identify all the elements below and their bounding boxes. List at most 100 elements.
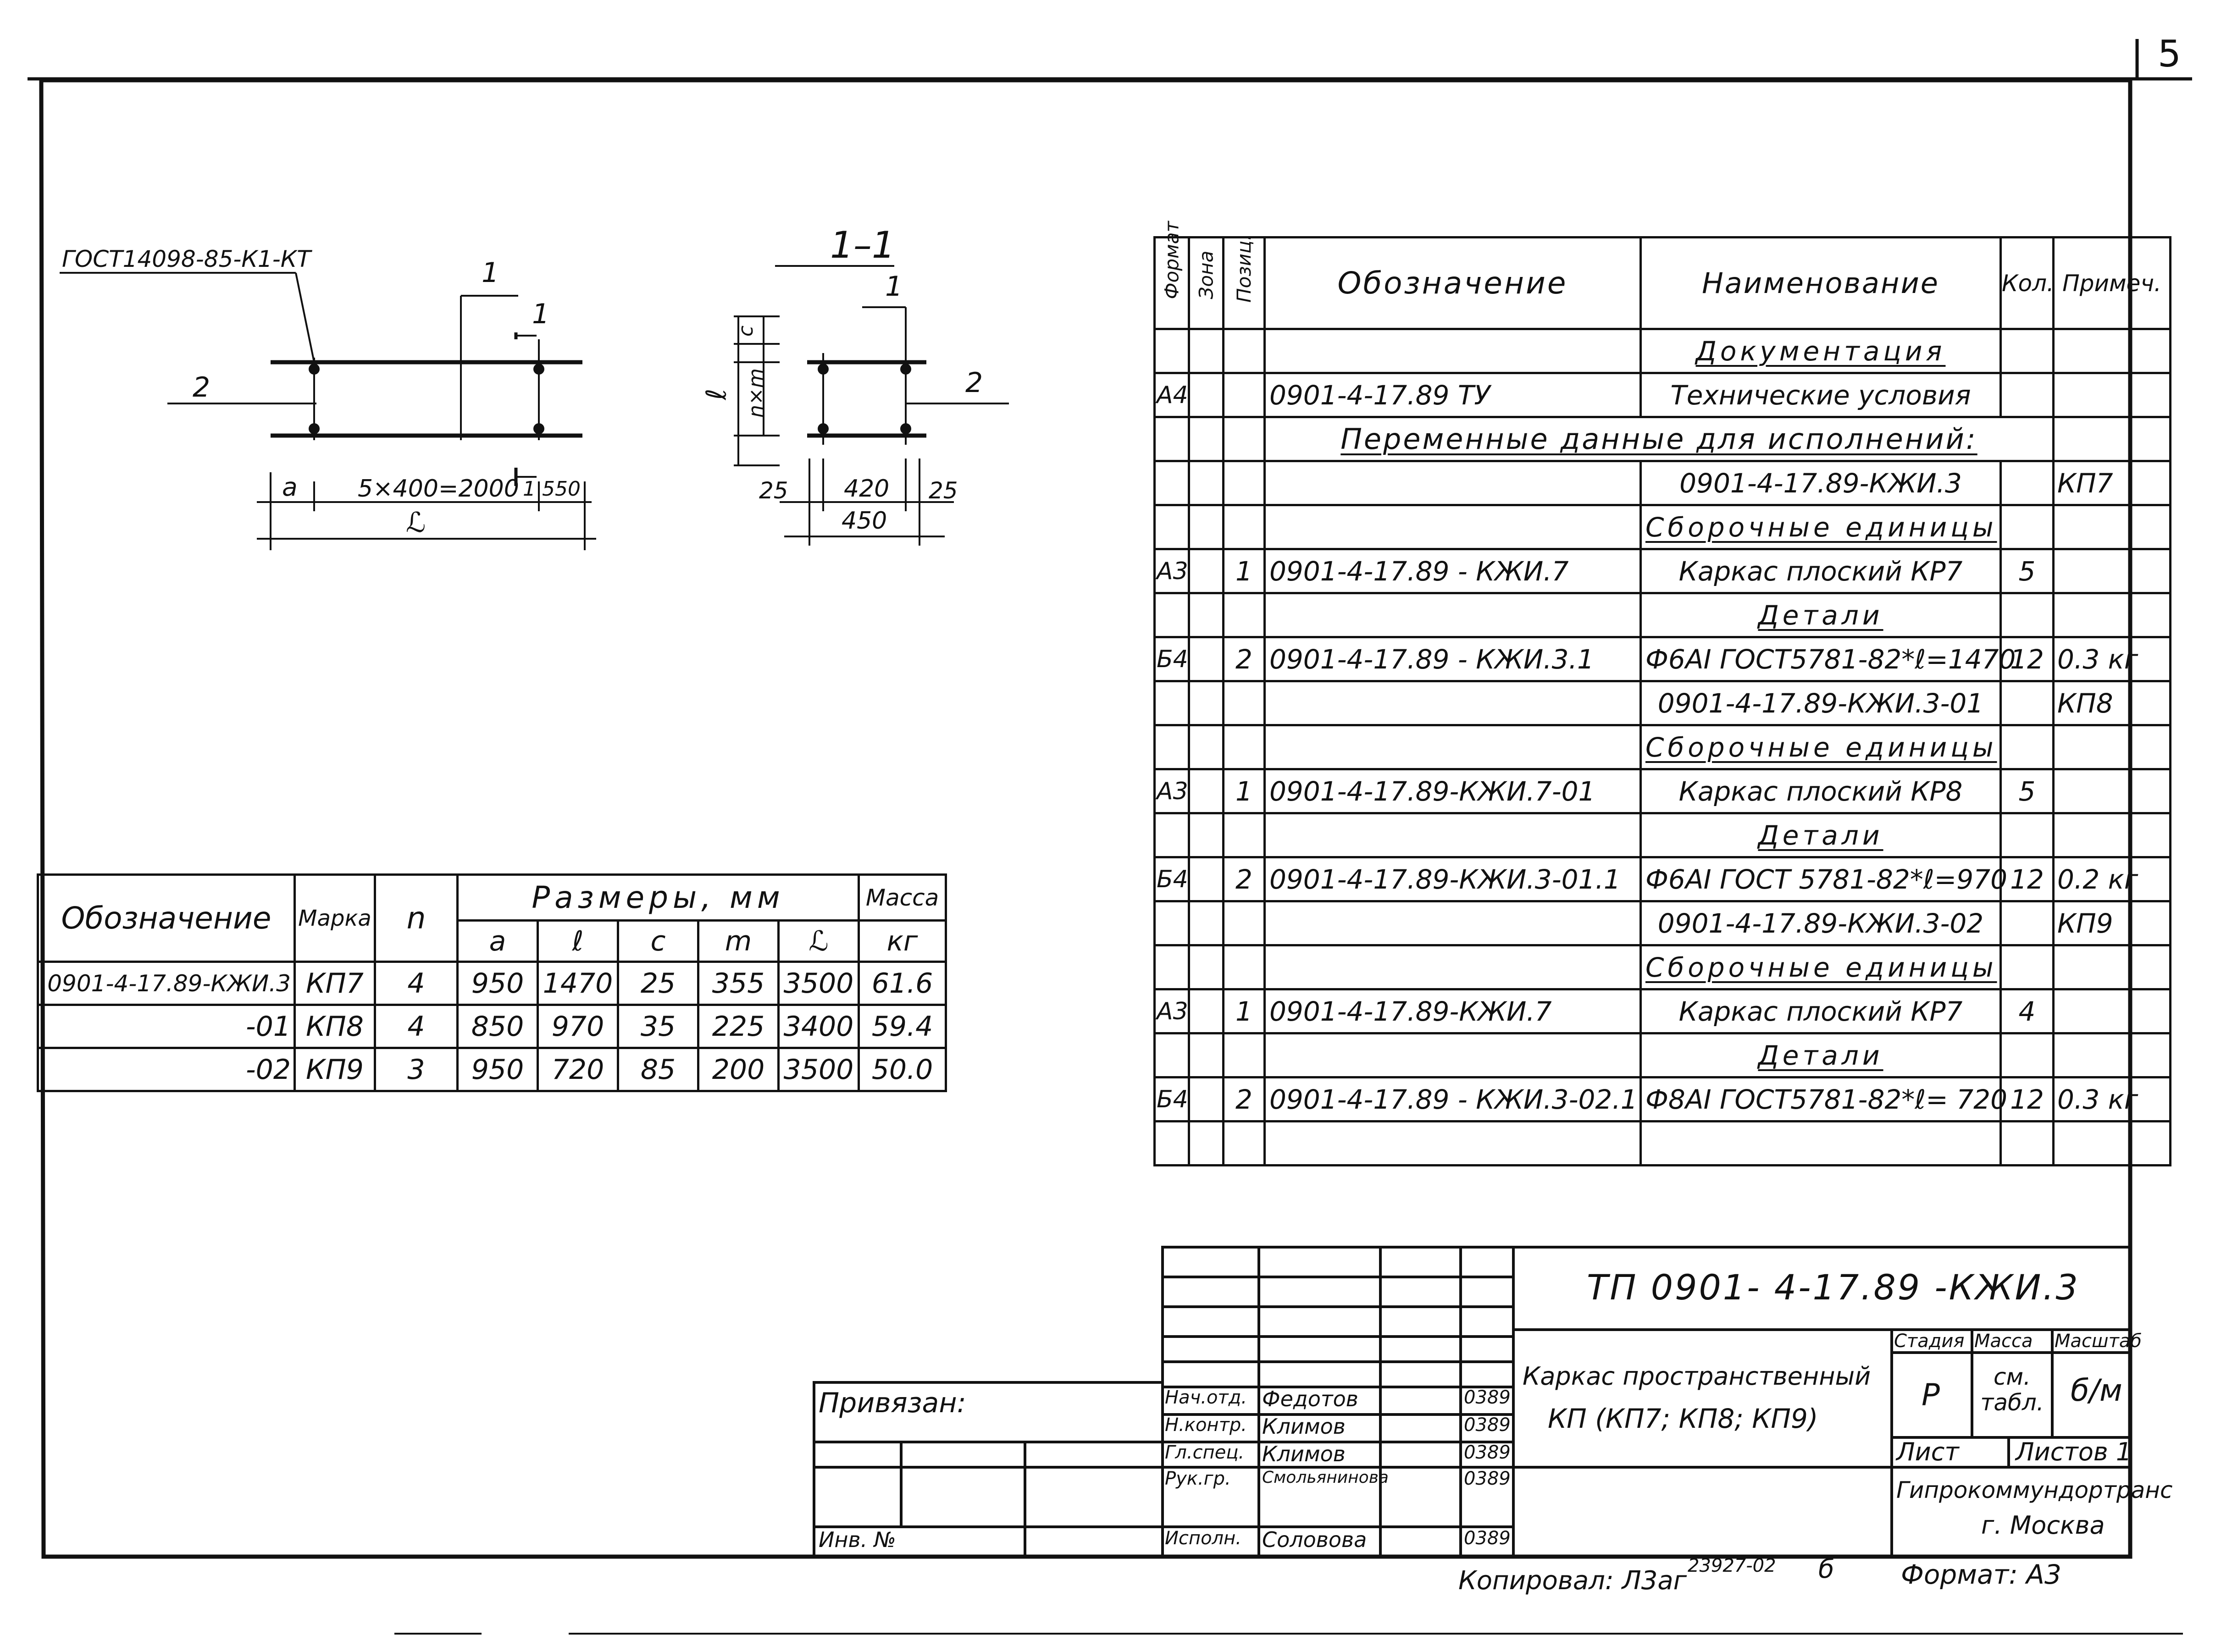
sizes-cell: 50.0 (858, 1047, 947, 1092)
spec-cell-note (2052, 416, 2171, 462)
position-2-label: 2 (193, 371, 210, 403)
spec-cell-name: Ф8АI ГОСТ5781-82*ℓ= 720 (1639, 1076, 2007, 1122)
signer-role: Н.контр. (1165, 1414, 1247, 1436)
signer-name: Климов (1262, 1442, 1346, 1466)
spec-row: 0901-4-17.89-КЖИ.3-02 КП9 (1153, 900, 2171, 946)
spec-cell-format (1153, 1120, 1190, 1166)
spec-cell-qty (1999, 724, 2055, 770)
spec-cell-note: КП9 (2052, 900, 2171, 946)
spec-cell-format (1153, 680, 1190, 726)
spec-cell-note (2052, 372, 2171, 418)
sizes-sub-c: c (617, 919, 699, 963)
spec-qty-text: 5 (2018, 775, 2036, 807)
spec-header-name: Наименование (1639, 236, 2002, 330)
spec-cell-pos: 1 (1222, 988, 1266, 1034)
spec-designation-text: 0901-4-17.89-КЖИ.7-01 (1269, 775, 1595, 807)
spec-pos-text: 1 (1235, 995, 1252, 1027)
spec-cell-zone (1188, 768, 1224, 814)
spec-cell-qty: 5 (1999, 548, 2055, 594)
spec-cell-designation: 0901-4-17.89 ТУ (1263, 372, 1642, 418)
spec-cell-qty (1999, 1120, 2055, 1166)
sizes-sub-kg: кг (858, 919, 947, 963)
sizes-cell: 4 (374, 961, 459, 1006)
stage-header: Стадия (1894, 1331, 1965, 1352)
sizes-header-mass: Масса (858, 873, 947, 922)
spec-name-text: Детали (1758, 1039, 1883, 1071)
signer-role: Рук.гр. (1165, 1468, 1231, 1489)
spec-row: Сборочные единицы (1153, 724, 2171, 770)
section-title: 1–1 (830, 224, 895, 266)
spec-cell-pos: 2 (1222, 1076, 1266, 1122)
section-dim-450: 450 (842, 507, 887, 535)
spec-row: А3 1 0901-4-17.89-КЖИ.7-01 Каркас плоский К… (1153, 768, 2171, 814)
spec-cell-name: 0901-4-17.89-КЖИ.3-01 (1639, 680, 2002, 726)
spec-cell-pos: 2 (1222, 636, 1266, 682)
sizes-cell: 950 (456, 1047, 539, 1092)
spec-cell-format (1153, 944, 1190, 990)
spec-cell-note (2052, 1032, 2171, 1078)
gost-reference: ГОСТ14098-85-К1-КТ (62, 246, 311, 272)
spec-pos-text: 1 (1235, 775, 1252, 807)
spec-cell-designation: 0901-4-17.89-КЖИ.7 (1263, 988, 1642, 1034)
signer-role: Исполн. (1165, 1528, 1241, 1549)
spec-cell-format: А3 (1153, 548, 1190, 594)
spec-cell-note (2052, 724, 2171, 770)
sizes-cell: 25 (617, 961, 699, 1006)
signer-role: Нач.отд. (1165, 1387, 1247, 1408)
spec-cell-format: А3 (1153, 768, 1190, 814)
spec-cell-qty: 12 (1999, 1076, 2055, 1122)
spec-row: Детали (1153, 1032, 2171, 1078)
spec-cell-name: Документация (1639, 328, 2002, 374)
spec-cell-pos (1222, 504, 1266, 550)
spec-name-text: Ф6АI ГОСТ 5781-82*ℓ=970 (1645, 863, 2007, 895)
sizes-sub-L: ℒ (777, 919, 860, 963)
spec-header-qty: Кол. (1999, 236, 2055, 330)
spec-variable-data-heading: Переменные данные для исполнений: (1340, 422, 1977, 456)
spec-designation-text: 0901-4-17.89 - КЖИ.7 (1269, 555, 1569, 587)
scale-header: Масштаб (2055, 1331, 2142, 1352)
sizes-cell: 850 (456, 1004, 539, 1049)
spec-cell-format (1153, 812, 1190, 858)
spec-name-text: Ф8АI ГОСТ5781-82*ℓ= 720 (1645, 1083, 2007, 1115)
spec-cell-zone (1188, 1120, 1224, 1166)
spec-cell-name: 0901-4-17.89-КЖИ.3-02 (1639, 900, 2002, 946)
spec-cell-zone (1188, 416, 1224, 462)
spec-note-text: 0.3 кг (2057, 1083, 2138, 1115)
spec-name-text: Детали (1758, 819, 1883, 851)
spec-cell-name: Каркас плоский КР8 (1639, 768, 2002, 814)
spec-row: Сборочные единицы (1153, 504, 2171, 550)
signer-name: Соловова (1262, 1527, 1367, 1552)
signer-name: Смольянинова (1262, 1468, 1389, 1487)
sizes-cell: 61.6 (858, 961, 947, 1006)
spec-cell-note (2052, 988, 2171, 1034)
spec-cell-note: КП8 (2052, 680, 2171, 726)
spec-cell-format: А3 (1153, 988, 1190, 1034)
sizes-cell: 4 (374, 1004, 459, 1049)
sizes-table: Обозначение Марка n Размеры, мм Масса a … (37, 873, 947, 1092)
sizes-cell: 3 (374, 1047, 459, 1092)
spec-cell-qty (1999, 328, 2055, 374)
spec-qty-text: 12 (2010, 643, 2044, 675)
spec-cell-qty (1999, 372, 2055, 418)
spec-cell-designation: 0901-4-17.89 - КЖИ.3-02.1 (1263, 1076, 1642, 1122)
sizes-header-sizes: Размеры, мм (456, 873, 860, 922)
spec-format-text: Б4 (1157, 865, 1188, 893)
spec-cell-designation (1263, 460, 1642, 506)
sizes-cell: КП8 (294, 1004, 376, 1049)
signer-role: Гл.спец. (1165, 1442, 1245, 1463)
dimension-L: ℒ (406, 507, 426, 539)
title-line-2: КП (КП7; КП8; КП9) (1548, 1403, 1818, 1434)
spec-cell-qty (1999, 680, 2055, 726)
sizes-cell: 85 (617, 1047, 699, 1092)
sizes-header-n: n (374, 873, 459, 963)
spec-cell-zone (1188, 548, 1224, 594)
spec-name-text: Детали (1758, 599, 1883, 631)
spec-cell-zone (1188, 504, 1224, 550)
spec-name-text: Сборочные единицы (1645, 951, 1997, 983)
spec-row: Детали (1153, 592, 2171, 638)
